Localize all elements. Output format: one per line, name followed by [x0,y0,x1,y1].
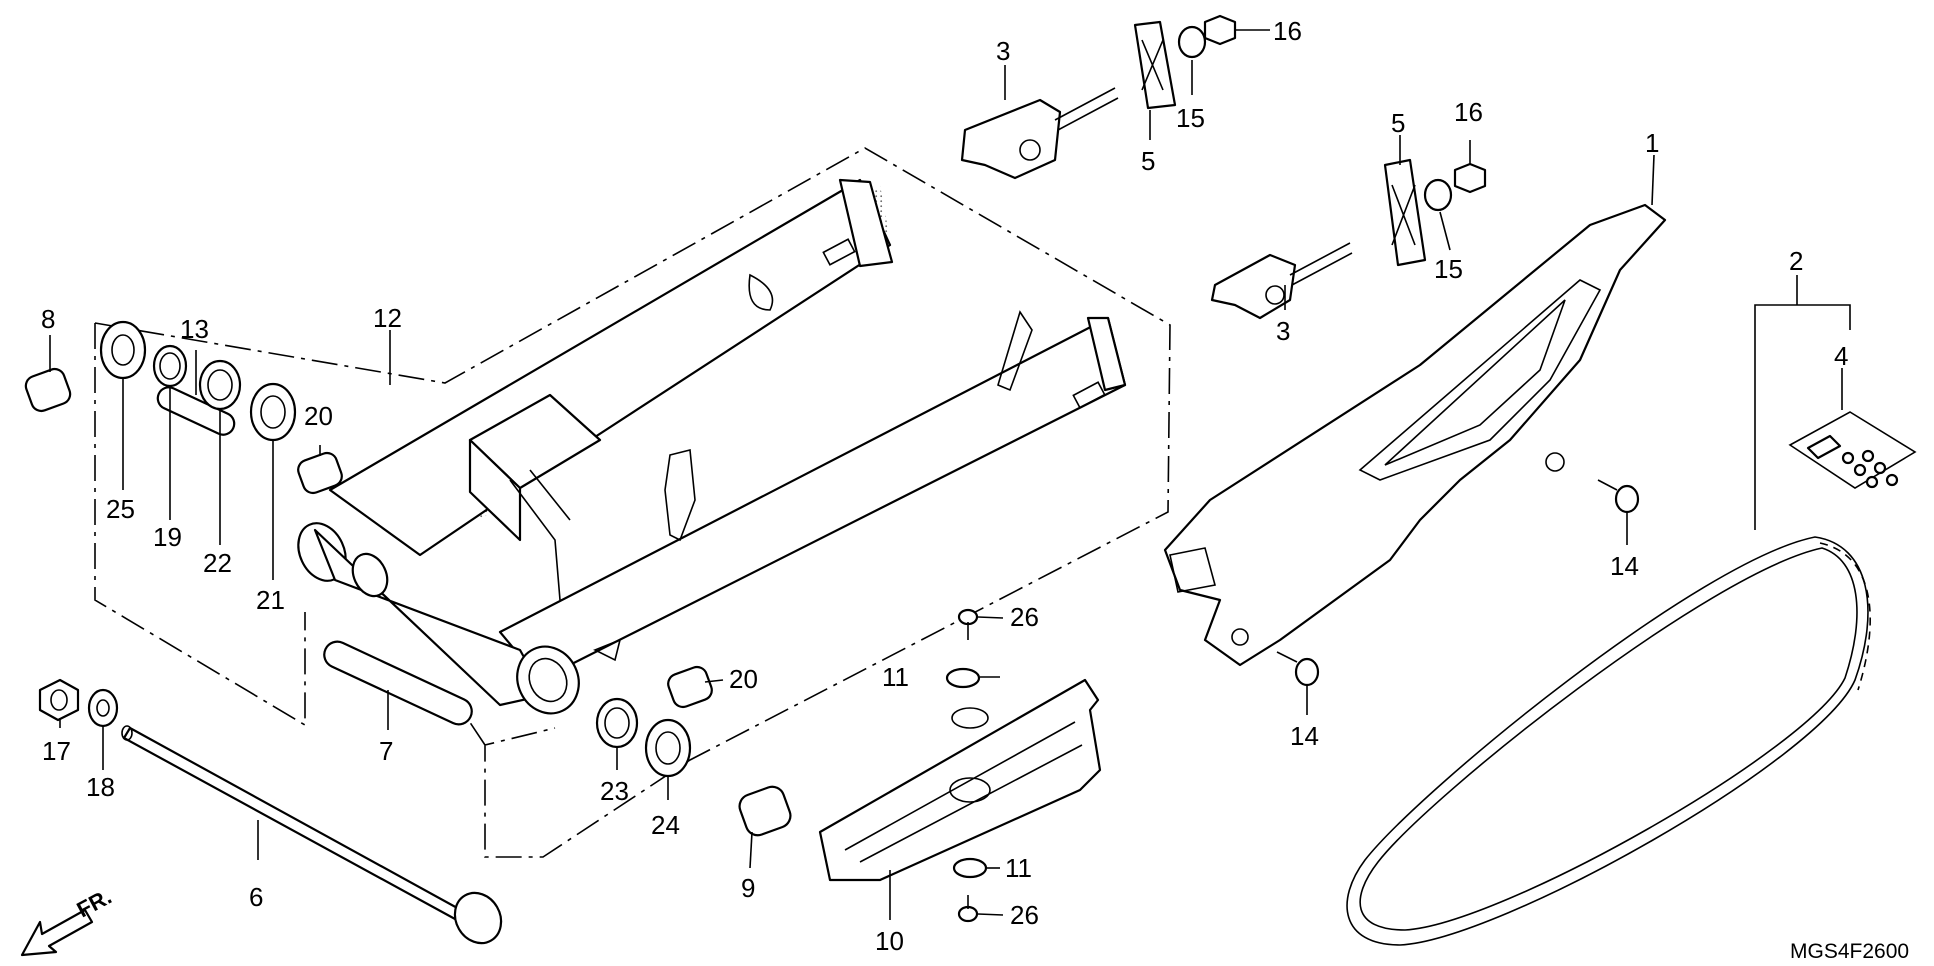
swingarm [297,178,1127,715]
collar-9 [738,785,792,837]
label-2: 2 [1789,246,1803,276]
nut-15-upper [1177,25,1207,59]
drive-chain-2 [1346,536,1871,946]
screw-26-upper [957,608,979,640]
seal-21 [249,382,297,442]
label-8: 8 [41,304,55,334]
label-14a: 14 [1610,551,1639,581]
bolt-14-right [1597,479,1640,514]
chain-adjuster-3-upper [960,87,1119,180]
nut-17 [38,678,80,722]
label-22: 22 [203,548,232,578]
label-3a: 3 [996,36,1010,66]
label-1: 1 [1645,128,1659,158]
label-16a: 16 [1273,16,1302,46]
label-11a: 11 [882,662,909,692]
part-labels: 1 2 3 3 4 5 5 6 7 8 9 10 11 11 12 13 14 … [41,16,1848,956]
nut-16-lower [1453,162,1487,194]
bearing-22 [198,359,242,411]
label-6: 6 [249,882,263,912]
label-26a: 26 [1010,602,1039,632]
screw-26-lower [957,895,979,923]
label-18: 18 [86,772,115,802]
adjuster-plate-5-lower [1383,158,1427,267]
label-14b: 14 [1290,721,1319,751]
label-23: 23 [600,776,629,806]
label-5a: 5 [1141,146,1155,176]
pivot-bolt-6 [121,725,503,945]
leader-lines [49,29,1851,920]
adjuster-plate-5-upper [1133,20,1177,110]
collar-20-lower [667,665,713,709]
label-10: 10 [875,926,904,956]
label-26b: 26 [1010,900,1039,930]
seal-25 [99,320,147,380]
label-16b: 16 [1454,97,1483,127]
label-21: 21 [256,585,285,615]
label-4: 4 [1834,341,1848,371]
chain-guard-1 [1163,203,1667,667]
front-direction-indicator: FR. [20,884,116,957]
pin-13 [156,386,236,436]
label-15b: 15 [1434,254,1463,284]
chain-slider-10 [818,678,1102,882]
label-20a: 20 [304,401,333,431]
label-19: 19 [153,522,182,552]
diagram-code: MGS4F2600 [1790,940,1909,963]
washer-11-upper [945,667,981,689]
label-24: 24 [651,810,680,840]
label-25: 25 [106,494,135,524]
collar-20-upper [297,451,343,495]
label-20b: 20 [729,664,758,694]
bolt-14-left [1276,651,1320,687]
label-11b: 11 [1005,853,1032,883]
label-5b: 5 [1391,108,1405,138]
nut-16-upper [1203,14,1237,46]
spacer-7 [323,640,473,726]
collar-8 [24,367,72,413]
nut-15-lower [1423,178,1453,212]
washer-18 [87,688,119,728]
label-13: 13 [180,314,209,344]
circlip-19 [152,344,188,388]
label-3b: 3 [1276,316,1290,346]
label-15a: 15 [1176,103,1205,133]
master-link-4 [1788,411,1917,489]
label-12: 12 [373,303,402,333]
seal-24 [644,718,692,778]
label-7: 7 [379,736,393,766]
washer-11-lower [952,857,988,879]
label-9: 9 [741,873,755,903]
label-17: 17 [42,736,71,766]
bearing-23 [595,697,639,749]
chain-adjuster-3-lower [1210,242,1353,320]
